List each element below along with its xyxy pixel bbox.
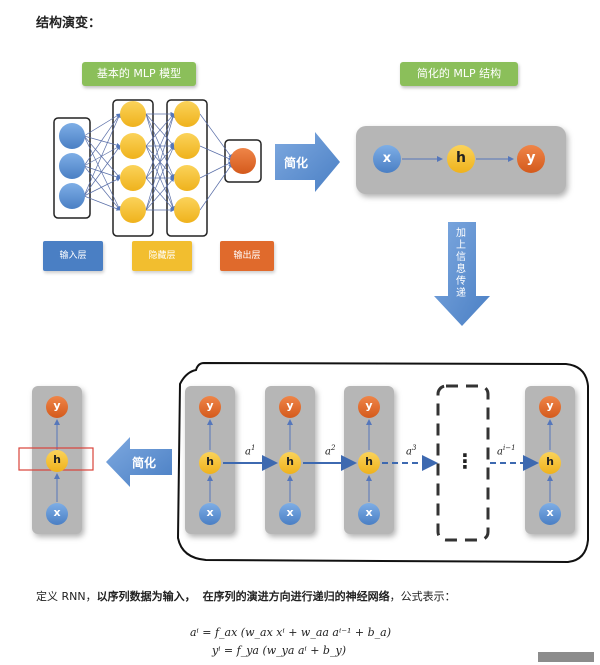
hidden-node [174,165,200,191]
link-label: a1 [245,444,256,458]
folded-x-node [46,503,68,525]
formula-y: yⁱ = f_ya (w_ya aⁱ + b_y) [212,644,346,657]
link-label: a2 [325,444,336,458]
folded-x-label: x [53,506,61,519]
hidden-node [120,101,146,127]
node-y-label: y [286,399,294,412]
node-h-label: h [206,455,214,468]
simplified-x-node [373,145,401,173]
hidden-node [120,197,146,223]
simplify-left-label: 简化 [132,456,157,470]
input-node [59,123,85,149]
simplified-y-label: y [526,150,536,166]
hidden-layer-2-box [166,99,208,237]
legend-input: 输入层 [43,241,103,271]
hidden-node [120,133,146,159]
unrolled-nodes [199,396,561,525]
node-y-label: y [365,399,373,412]
simplified-y-node [517,145,545,173]
node-h-label: h [365,455,373,468]
add-sequence-arrow [434,222,490,326]
folded-h-node [46,450,68,472]
legend-hidden: 隐藏层 [132,241,192,271]
hidden-node [120,165,146,191]
node-h-label: h [546,455,554,468]
output-node [230,148,256,174]
hidden-node [174,101,200,127]
simplify-right-label: 简化 [284,156,309,170]
simplified-h-label: h [456,150,466,166]
simplified-mlp-title: 简化的 MLP 结构 [400,62,518,86]
node-x-label: x [206,506,214,519]
folded-y-node [46,396,68,418]
simplify-left-arrow [106,437,172,487]
simplify-right-arrow [275,132,340,192]
link-label: ai−1 [497,444,516,458]
link-label: a3 [406,444,417,458]
node-y-label: y [206,399,214,412]
legend-output: 输出层 [220,241,274,271]
ellipsis-label: ⋮ [455,449,475,473]
input-node [59,153,85,179]
formula-a: aⁱ = f_ax (w_ax xⁱ + w_aa aⁱ⁻¹ + b_a) [190,626,392,639]
hidden-node [174,197,200,223]
rnn-definition: 定义 RNN，以序列数据为输入， 在序列的演进方向进行递归的神经网络，公式表示： [36,590,456,603]
mlp-title: 基本的 MLP 模型 [82,62,196,86]
mlp-network [53,99,262,237]
simplified-h-node [447,145,475,173]
input-node [59,183,85,209]
output-layer-box [224,139,262,183]
simplified-x-label: x [382,151,392,166]
hidden-layer-1-box [112,99,154,237]
node-x-label: x [546,506,554,519]
node-x-label: x [365,506,373,519]
folded-h-label: h [53,453,61,466]
folded-y-label: y [53,399,61,412]
add-sequence-label: 加上信息传递 [456,228,466,299]
node-x-label: x [286,506,294,519]
page-title: 结构演变： [36,16,102,31]
node-y-label: y [546,399,554,412]
rnn-outer-border [176,361,589,564]
hidden-node [174,133,200,159]
mlp-connections [83,111,233,213]
node-h-label: h [286,455,294,468]
scroll-indicator [538,652,594,662]
